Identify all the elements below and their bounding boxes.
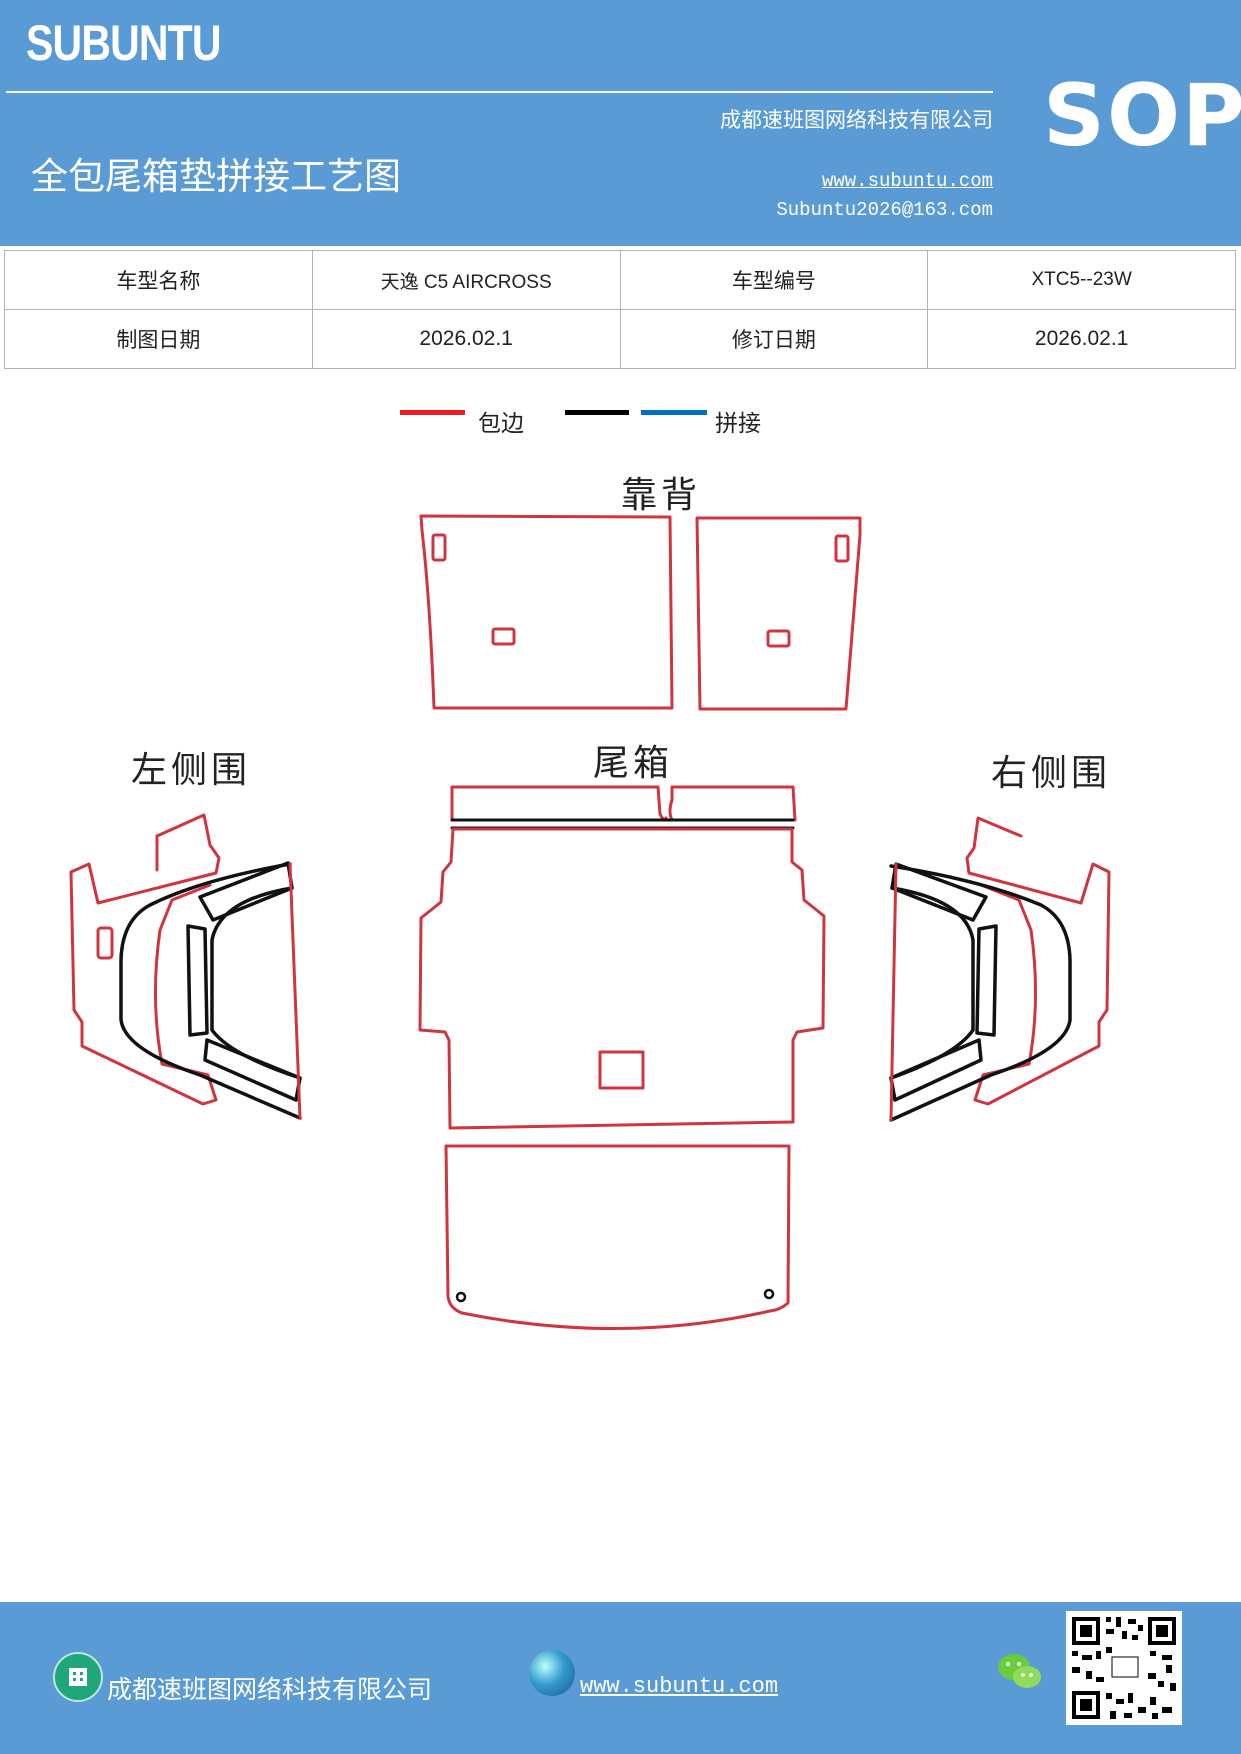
header-banner: SUBUNTU 全包尾箱垫拼接工艺图 成都速班图网络科技有限公司 www.sub… (0, 0, 1241, 246)
backrest-right-hole (766, 629, 791, 648)
qr-code (1066, 1611, 1182, 1725)
trunk-floor-panel (418, 827, 826, 1130)
vehicle-info-table: 车型名称 天逸 C5 AIRCROSS 车型编号 XTC5--23W 制图日期 … (4, 250, 1236, 369)
backrest-left-panel (419, 514, 674, 710)
table-row: 车型名称 天逸 C5 AIRCROSS 车型编号 XTC5--23W (4, 250, 1236, 310)
header-website-link[interactable]: www.subuntu.com (821, 170, 993, 192)
brand-logo: SUBUNTU (26, 15, 222, 71)
footer-website-link[interactable]: www.subuntu.com (580, 1674, 779, 1699)
legend-label-edge: 包边 (478, 411, 524, 437)
header-email: Subuntu2026@163.com (776, 199, 993, 221)
trunk-bottom-panel (444, 1144, 791, 1330)
trunk-top-strip-left (450, 785, 668, 822)
table-cell: 制图日期 (4, 309, 313, 369)
backrest-left-hole (491, 627, 516, 646)
mat-diagram (69, 514, 1111, 1330)
label-trunk: 尾箱 (593, 743, 674, 784)
legend-swatch-seam (641, 410, 707, 415)
label-left-side: 左侧围 (131, 750, 252, 791)
wechat-icon[interactable] (996, 1650, 1044, 1698)
building-icon (53, 1652, 103, 1702)
header-company: 成都速班图网络科技有限公司 (720, 108, 993, 132)
label-right-side: 右侧围 (991, 753, 1112, 794)
table-cell: 车型编号 (619, 250, 929, 310)
legend-label-seam: 拼接 (715, 411, 761, 437)
document-title: 全包尾箱垫拼接工艺图 (31, 155, 401, 198)
table-cell: 车型名称 (4, 250, 313, 310)
sop-badge: SOP (1043, 66, 1241, 166)
label-backrest: 靠背 (621, 475, 702, 516)
globe-icon (529, 1650, 575, 1696)
trunk-top-strip-right (668, 785, 797, 822)
trunk-bottom-hole-right (763, 1288, 775, 1300)
header-divider (6, 91, 993, 93)
footer-company: 成都速班图网络科技有限公司 (107, 1675, 433, 1704)
legend-swatch-line (565, 410, 629, 415)
backrest-right-slot (834, 534, 850, 563)
backrest-left-slot (431, 533, 447, 562)
table-cell: 修订日期 (619, 309, 929, 369)
right-side-panel (889, 816, 1111, 1122)
backrest-right-panel (695, 516, 862, 711)
table-cell: XTC5--23W (927, 250, 1236, 310)
left-side-panel (69, 813, 302, 1120)
table-cell: 天逸 C5 AIRCROSS (311, 250, 621, 310)
legend-swatch-edge (400, 410, 465, 415)
table-row: 制图日期 2026.02.1 修订日期 2026.02.1 (4, 309, 1236, 369)
trunk-bottom-hole-left (455, 1291, 467, 1303)
table-cell: 2026.02.1 (311, 309, 621, 369)
trunk-floor-hole (598, 1050, 645, 1090)
table-cell: 2026.02.1 (927, 309, 1236, 369)
legend: 包边 拼接 (400, 400, 820, 440)
